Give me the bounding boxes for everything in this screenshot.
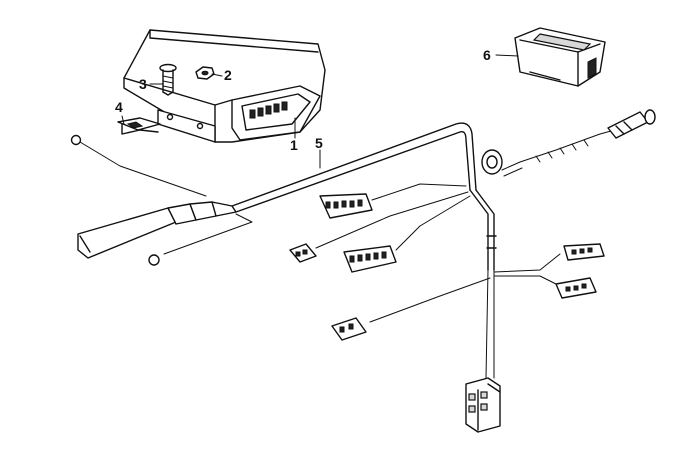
- callout-2: 2: [224, 67, 232, 83]
- clip-bracket: [117, 117, 161, 135]
- leader-lines: [121, 54, 519, 169]
- connector-upper-pins: [325, 199, 363, 209]
- relay-module: [514, 27, 606, 87]
- callout-5: 5: [315, 135, 323, 151]
- connector-pins: [249, 101, 288, 119]
- callout-3: 3: [139, 76, 147, 92]
- callout-4: 4: [115, 99, 123, 115]
- callout-1: 1: [290, 137, 298, 153]
- wiring-harness: [70, 109, 656, 433]
- control-unit: [123, 29, 326, 143]
- bolt: [159, 63, 177, 96]
- connector-mid-pins: [349, 251, 387, 263]
- callout-6: 6: [483, 47, 491, 63]
